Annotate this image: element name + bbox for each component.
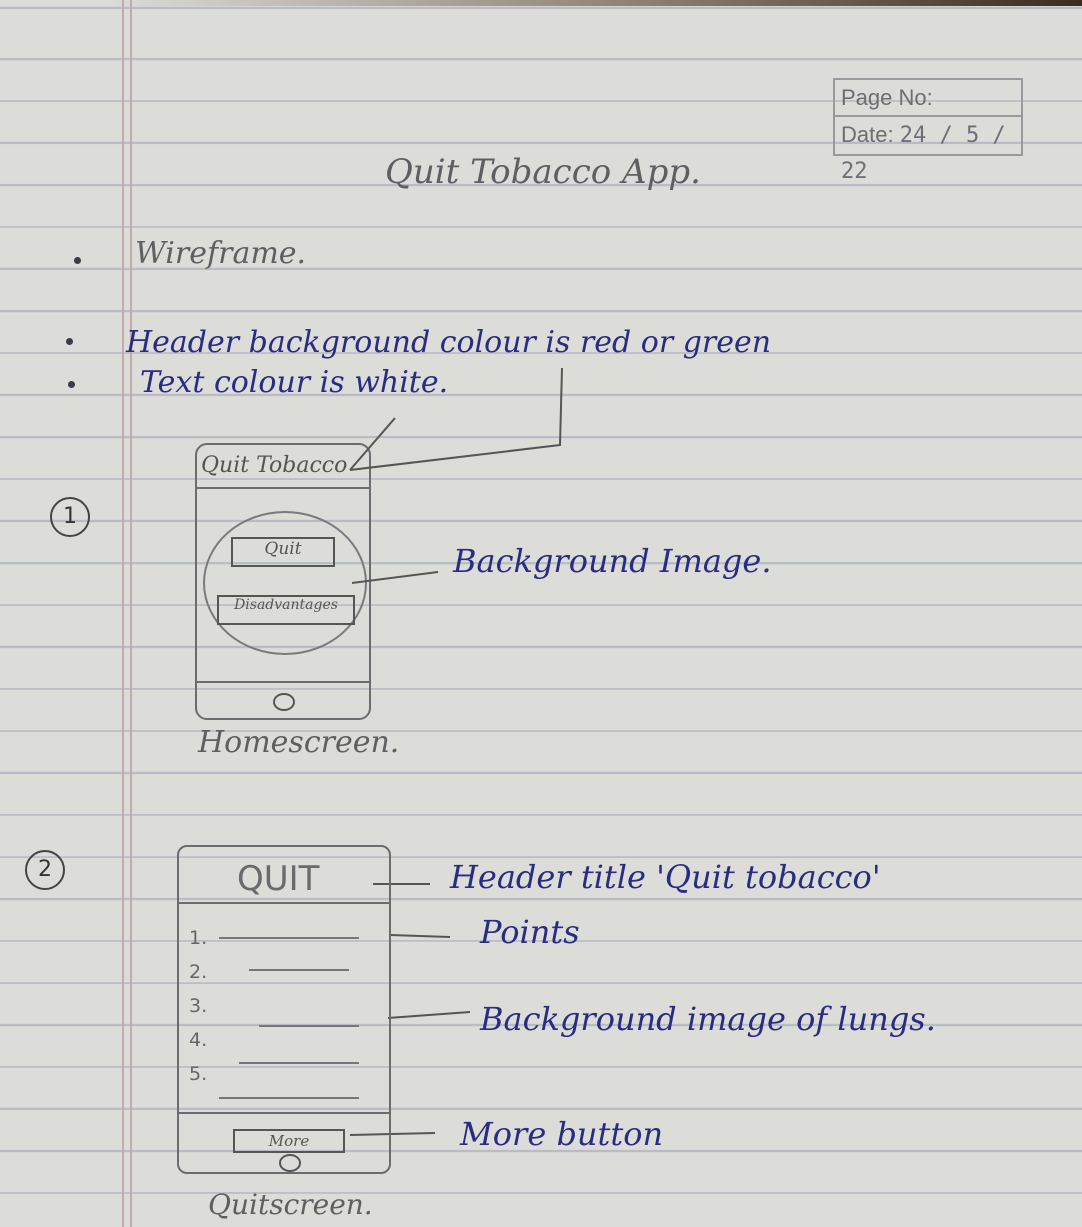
quit-button-sketch: Quit [231, 537, 335, 567]
note-line: Text colour is white. [140, 365, 449, 400]
page-edge-shadow [0, 0, 1082, 6]
list-item: 5. [189, 1063, 208, 1085]
screen-number: 2 [25, 850, 65, 890]
sketch-header-title: QUIT [237, 859, 320, 899]
annotation-more-button: More button [460, 1115, 664, 1153]
homescreen-caption: Homescreen. [198, 725, 400, 760]
date-row: Date: 24 / 5 / 22 [835, 115, 1021, 184]
page-number-label: Page No: [841, 85, 933, 110]
point-line [219, 1097, 359, 1099]
list-item: 4. [189, 1029, 208, 1051]
header-divider [179, 902, 389, 904]
more-button-sketch: More [233, 1129, 345, 1153]
point-line [219, 937, 359, 939]
home-button-sketch [273, 693, 295, 711]
note-line: Header background colour is red or green [126, 325, 772, 360]
homescreen-sketch: Quit Tobacco Quit Disadvantages [195, 443, 371, 720]
bullet [68, 381, 75, 388]
annotation-background-lungs: Background image of lungs. [480, 1000, 936, 1038]
points-list: 1. 2. 3. 4. 5. [189, 921, 207, 1091]
bullet [66, 338, 73, 345]
disadvantages-button-sketch: Disadvantages [217, 595, 355, 625]
list-item: 3. [189, 995, 208, 1017]
page-number-row: Page No: [835, 80, 1021, 115]
point-line [239, 1062, 359, 1064]
home-button-sketch [279, 1154, 301, 1172]
header-divider [197, 487, 369, 489]
date-value: 24 / 5 / 22 [841, 123, 1006, 184]
annotation-header-title: Header title 'Quit tobacco' [450, 858, 881, 896]
quitscreen-sketch: QUIT 1. 2. 3. 4. 5. More [177, 845, 391, 1174]
screen-number: 1 [50, 497, 90, 537]
list-item: 2. [189, 961, 208, 983]
margin-line [130, 0, 132, 1227]
background-image-sketch [203, 511, 367, 655]
quitscreen-caption: Quitscreen. [208, 1188, 373, 1221]
date-label: Date: [841, 122, 894, 147]
margin-line [122, 0, 124, 1227]
footer-divider [179, 1112, 389, 1114]
point-line [249, 969, 349, 971]
annotation-background-image: Background Image. [453, 542, 772, 580]
annotation-points: Points [480, 913, 580, 951]
bullet [74, 257, 81, 264]
footer-divider [197, 681, 369, 683]
page-title: Quit Tobacco App. [385, 152, 701, 192]
page-info-box: Page No: Date: 24 / 5 / 22 [833, 78, 1023, 184]
note-line: Wireframe. [135, 236, 307, 271]
sketch-header-title: Quit Tobacco [201, 453, 348, 478]
list-item: 1. [189, 927, 208, 949]
point-line [259, 1025, 359, 1027]
